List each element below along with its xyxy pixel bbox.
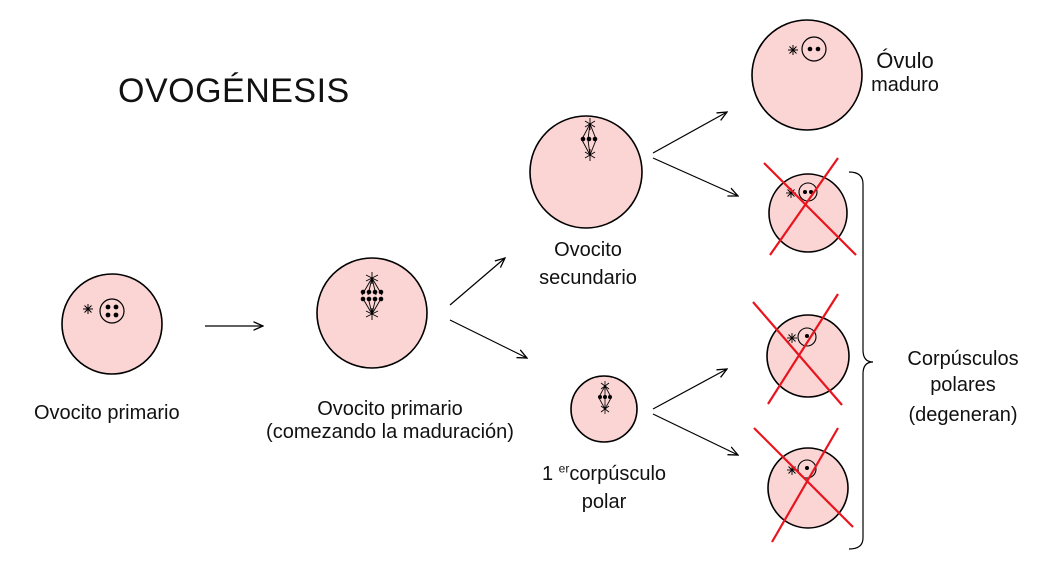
label-line: secundario — [539, 267, 637, 289]
degenerate-cross-icons — [752, 157, 857, 543]
label-line: Ovocito — [554, 239, 622, 261]
cell-corpusculo-polar-3 — [767, 447, 849, 529]
brace-icon — [848, 171, 874, 550]
centrosome-icon — [787, 333, 797, 343]
label-ovocito-secundario: Ovocito secundario — [538, 236, 638, 292]
label-ovulo-maduro: Óvulo maduro — [860, 48, 950, 97]
cell-ovocito-secundario — [529, 115, 643, 229]
cell-corpusculo-polar-1 — [768, 173, 848, 253]
label-line: (comezando la maduración) — [266, 421, 514, 443]
arrow-icon — [652, 157, 738, 196]
label-word: corpúsculo — [569, 463, 667, 485]
label-ovocito-primario: Ovocito primario — [34, 402, 180, 424]
arrow-icon — [652, 369, 727, 410]
label-line: Ovocito primario — [317, 398, 463, 420]
arrow-icon — [449, 319, 527, 358]
centrosome-icon — [788, 45, 798, 55]
arrows — [205, 112, 738, 455]
label-line: polar — [581, 491, 627, 513]
arrow-icon — [449, 258, 505, 306]
label-num: 1 — [541, 463, 554, 485]
cell-ovocito-primario — [61, 273, 163, 375]
label-primer-corpusculo: 1 ercorpúsculo polar — [519, 460, 689, 516]
cell-corpusculo-polar-2 — [766, 314, 850, 398]
cell-ovulo-maduro — [751, 19, 863, 131]
label-sup: er — [558, 461, 570, 476]
cell-ovocito-primario-maduracion — [316, 257, 428, 369]
label-line: Óvulo — [876, 48, 934, 73]
arrow-icon — [652, 413, 738, 455]
arrow-icon — [652, 112, 727, 154]
page-title: OVOGÉNESIS — [118, 72, 350, 110]
spindle-icon — [598, 381, 612, 414]
label-line: maduro — [871, 74, 939, 96]
label-line: (degeneran) — [908, 404, 1018, 426]
label-line: 1 ercorpúsculo — [519, 460, 689, 488]
spindle-icon — [581, 118, 597, 161]
label-corpusculos-polares: Corpúsculos polares (degeneran) — [888, 346, 1038, 428]
cell-primer-corpusculo-polar — [570, 375, 638, 443]
label-ovocito-primario-maduracion: Ovocito primario (comezando la maduració… — [240, 398, 540, 444]
label-line: polares — [930, 374, 996, 396]
label-line: Corpúsculos — [907, 348, 1019, 370]
centrosome-icon — [83, 304, 93, 314]
